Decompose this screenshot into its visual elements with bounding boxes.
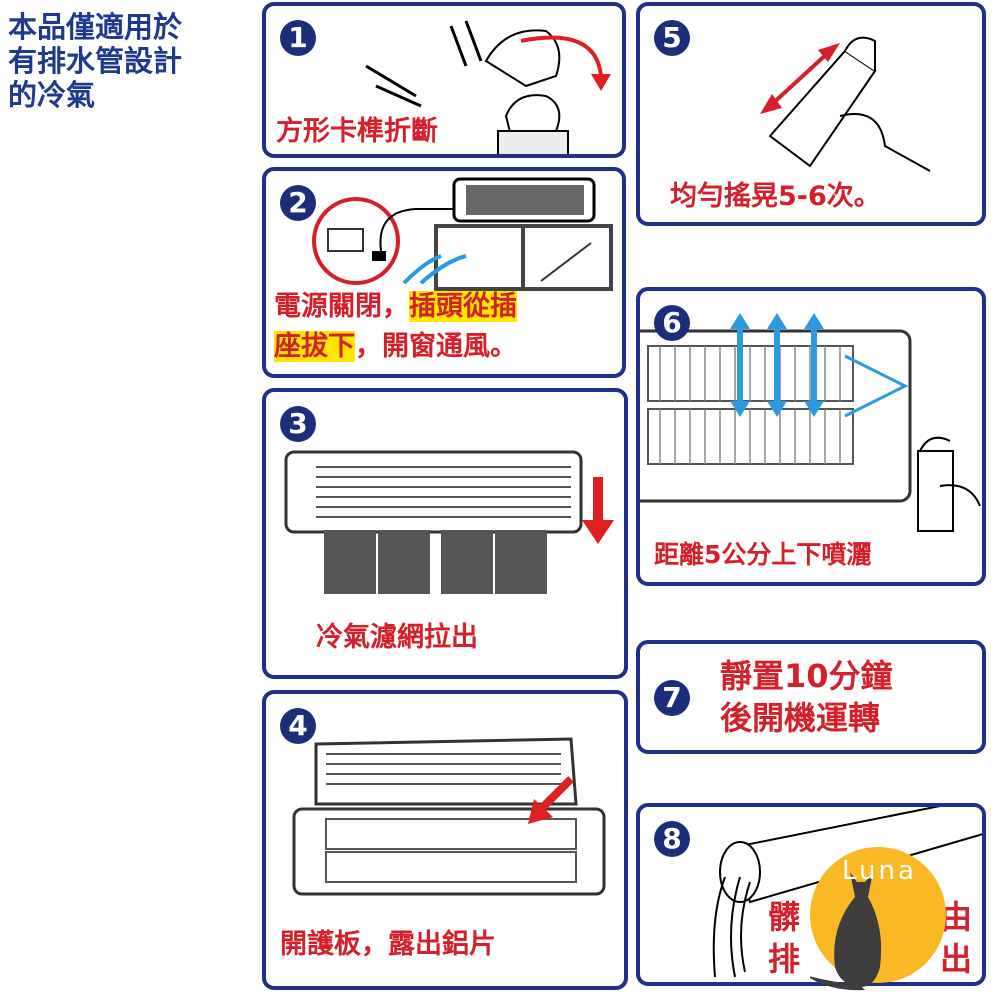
open-panel-illustration bbox=[292, 737, 606, 896]
step-1-caption: 方形卡榫折斷 bbox=[276, 116, 438, 147]
step-5-caption: 均勻搖晃5-6次。 bbox=[670, 181, 881, 212]
step-8-panel: 8 髒 由 排 出 bbox=[636, 803, 986, 986]
cat-silhouette-icon bbox=[810, 872, 882, 991]
filter-removal-illustration bbox=[284, 450, 614, 594]
caption-highlight: 插頭從插 bbox=[409, 291, 517, 322]
snap-tab-illustration bbox=[365, 20, 611, 154]
step-number-badge: 2 bbox=[280, 185, 316, 221]
step-7-caption-line1: 靜置10分鐘 bbox=[720, 657, 893, 695]
spray-illustration bbox=[640, 313, 981, 532]
step-2-panel: 2 電源關閉，插頭從插 座拔下，開窗通風。 bbox=[262, 167, 626, 378]
step-number-badge: 5 bbox=[654, 20, 690, 56]
note-line: 本品僅適用於 bbox=[8, 10, 183, 44]
shake-can-illustration bbox=[760, 36, 931, 172]
caption-text: ，開窗通風。 bbox=[355, 331, 517, 362]
step-4-caption: 開護板，露出鋁片 bbox=[280, 929, 496, 960]
note-line: 的冷氣 bbox=[8, 78, 96, 112]
note-line: 有排水管設計 bbox=[8, 44, 183, 78]
caption-text: 電源關閉， bbox=[274, 291, 409, 322]
unplug-illustration bbox=[312, 177, 613, 291]
watermark-text: Luna bbox=[842, 856, 917, 886]
step-number-badge: 8 bbox=[654, 821, 690, 857]
step-4-panel: 4 開護板，露出鋁片 bbox=[262, 690, 628, 990]
step-number-badge: 7 bbox=[654, 680, 690, 716]
step-3-panel: 3 冷氣濾網拉出 bbox=[262, 388, 628, 679]
step-6-caption: 距離5公分上下噴灑 bbox=[654, 540, 872, 569]
step-6-panel: 6 距離5公分上下噴灑 bbox=[636, 287, 986, 586]
luna-watermark-logo bbox=[810, 847, 946, 991]
step-8-caption-fragment: 髒 bbox=[768, 898, 801, 936]
step-1-panel: 1 方形卡榫折斷 bbox=[262, 2, 626, 158]
step-7-caption-line2: 後開機運轉 bbox=[720, 699, 881, 737]
compatibility-note: 本品僅適用於 有排水管設計 的冷氣 bbox=[8, 10, 182, 112]
step-5-panel: 5 均勻搖晃5-6次。 bbox=[636, 2, 986, 226]
step-number-badge: 3 bbox=[280, 406, 316, 442]
step-number-badge: 1 bbox=[280, 20, 316, 56]
caption-highlight: 座拔下 bbox=[274, 331, 355, 362]
step-8-caption-fragment: 出 bbox=[940, 940, 973, 978]
step-8-caption-fragment: 排 bbox=[768, 940, 801, 978]
step-number-badge: 6 bbox=[654, 305, 690, 341]
step-3-caption: 冷氣濾網拉出 bbox=[316, 622, 478, 653]
step-number-badge: 4 bbox=[280, 708, 316, 744]
step-7-panel: 7 靜置10分鐘 後開機運轉 bbox=[636, 640, 986, 754]
